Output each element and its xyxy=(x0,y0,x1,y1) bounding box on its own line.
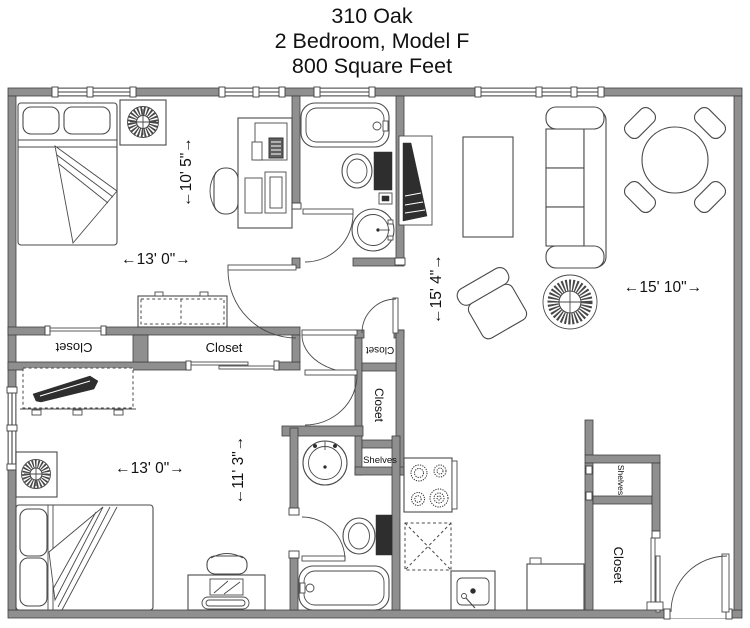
bed-1 xyxy=(17,102,118,246)
sofa-back xyxy=(583,109,607,268)
pillow xyxy=(63,106,111,135)
tv-on-dresser xyxy=(32,375,99,403)
sink-1 xyxy=(351,208,395,252)
closet-center-label: Closet xyxy=(206,340,243,355)
sliding-doors xyxy=(44,325,664,613)
closet-entry-sliding-door xyxy=(650,537,656,605)
toilet-2 xyxy=(342,514,393,556)
closet-hall-small-label: Closet xyxy=(366,344,395,355)
title-address: 310 Oak xyxy=(331,4,413,28)
door-closet-hall xyxy=(361,297,399,334)
dim-bedroom1-width: ←13' 0"→ xyxy=(121,251,191,268)
tub-faucet xyxy=(372,121,382,131)
dresser-1 xyxy=(137,291,228,328)
door-bedroom2 xyxy=(304,369,358,426)
desk-2 xyxy=(187,574,266,611)
bathroom-1 xyxy=(300,102,395,252)
monitor xyxy=(209,578,244,596)
kitchen-sink xyxy=(450,570,496,611)
blanket-fold xyxy=(54,144,118,245)
dim-living-width: ←15' 10"→ xyxy=(624,279,702,296)
bathroom-2 xyxy=(298,440,393,611)
blanket-fold xyxy=(48,506,104,602)
sofa xyxy=(545,106,607,269)
dim-living-depth: ←15' 4"→ xyxy=(428,254,445,324)
bedroom-1: ←13' 0"→ ←10' 5"→ xyxy=(17,99,293,328)
handle xyxy=(154,291,164,297)
desk-1 xyxy=(237,117,293,229)
bathtub-1 xyxy=(300,102,390,148)
closet-labels: Closet Closet Closet Closet Shelves Shel… xyxy=(55,340,626,584)
closet-entry-label: Closet xyxy=(611,547,626,584)
ceiling-fan-bedroom2 xyxy=(15,451,58,498)
closet-hall-tall-label: Closet xyxy=(372,388,386,423)
doors xyxy=(227,208,730,613)
shelves-entry-label: Shelves xyxy=(616,465,626,495)
closet-left-sliding-door xyxy=(47,327,104,332)
title-model: 2 Bedroom, Model F xyxy=(275,29,470,53)
dim-bedroom2-depth: ←11' 3"→ xyxy=(230,436,247,504)
shelves-bath-label: Shelves xyxy=(363,455,397,466)
stove xyxy=(403,457,458,513)
pillow xyxy=(19,508,48,557)
closet-center-sliding-door xyxy=(189,361,249,366)
door-hall-upper xyxy=(301,329,358,374)
tv-wall-mounted xyxy=(398,135,433,226)
toilet-1 xyxy=(341,151,393,191)
bedroom-2: ←13' 0"→ ←11' 3"→ xyxy=(15,367,266,611)
dining-chair xyxy=(693,180,727,214)
dim-bedroom2-width: ←13' 0"→ xyxy=(115,460,185,477)
closet-left-label: Closet xyxy=(55,340,92,355)
sink-2 xyxy=(302,440,348,486)
pillow xyxy=(19,557,48,607)
dresser-2 xyxy=(20,367,136,416)
ceiling-fan-bedroom1 xyxy=(119,99,167,146)
windows xyxy=(6,86,605,471)
armchair xyxy=(456,266,528,340)
kitchen xyxy=(403,457,585,611)
door-bedroom1 xyxy=(227,264,297,339)
sofa-arm xyxy=(545,106,605,130)
tub-faucet xyxy=(305,583,315,593)
coffee-table xyxy=(462,136,514,238)
dining-chair xyxy=(693,106,727,140)
dining-chair xyxy=(623,180,657,214)
toilet-tank xyxy=(375,514,393,556)
pillow xyxy=(22,106,60,135)
door-bathroom1 xyxy=(302,208,354,263)
title-area: 800 Square Feet xyxy=(292,54,452,78)
bed-2 xyxy=(15,504,154,611)
dishwasher xyxy=(526,557,585,611)
dim-bedroom1-depth: ←10' 5"→ xyxy=(178,137,195,207)
bathtub-2 xyxy=(298,565,390,611)
desk-chair-2 xyxy=(206,553,248,575)
toilet-paper-holder xyxy=(378,192,393,205)
desk-chair-1 xyxy=(209,167,239,215)
toilet-tank xyxy=(373,151,393,191)
plan-title: 310 Oak 2 Bedroom, Model F 800 Square Fe… xyxy=(275,4,470,78)
living-room: ←15' 4"→ ←15' 10"→ xyxy=(398,106,727,340)
dining-set xyxy=(623,106,727,214)
dining-table xyxy=(641,126,709,194)
handle xyxy=(199,291,209,297)
door-bathroom2 xyxy=(301,516,346,562)
door-entry xyxy=(670,553,730,613)
refrigerator xyxy=(404,522,452,571)
sofa-arm xyxy=(545,245,605,269)
papers xyxy=(244,177,263,214)
dining-chair xyxy=(623,106,657,140)
ceiling-fan-living xyxy=(542,274,598,330)
handle xyxy=(529,557,542,565)
